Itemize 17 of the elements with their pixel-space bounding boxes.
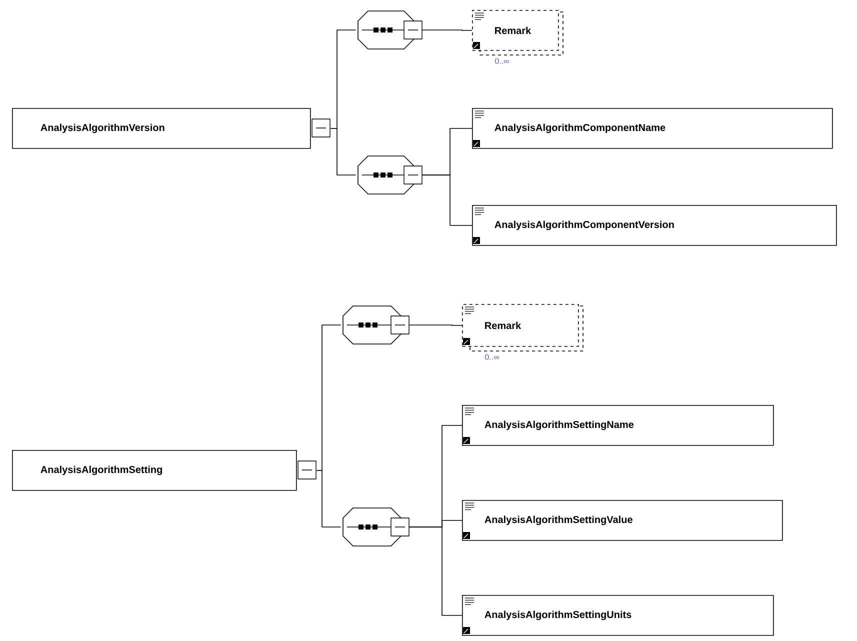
connector-line — [422, 30, 472, 31]
element-box: AnalysisAlgorithmSettingName — [462, 405, 774, 446]
element-box: AnalysisAlgorithmSettingValue — [462, 500, 783, 541]
occurrence-label: 0..∞ — [495, 58, 509, 64]
connector-line — [316, 470, 342, 528]
occurrence-label: 0..∞ — [485, 354, 499, 360]
element-box: Remark — [462, 304, 579, 347]
connector-line — [408, 526, 462, 616]
connector-line — [330, 128, 356, 176]
element-box: AnalysisAlgorithmComponentName — [472, 108, 833, 149]
element-box: AnalysisAlgorithmComponentVersion — [472, 205, 837, 246]
element-box: AnalysisAlgorithmVersion — [12, 108, 311, 149]
connector-line — [408, 324, 462, 326]
element-box: AnalysisAlgorithmSettingUnits — [462, 595, 774, 636]
element-box: Remark — [472, 10, 559, 51]
element-box: AnalysisAlgorithmSetting — [12, 450, 297, 491]
connector-line — [422, 174, 472, 226]
